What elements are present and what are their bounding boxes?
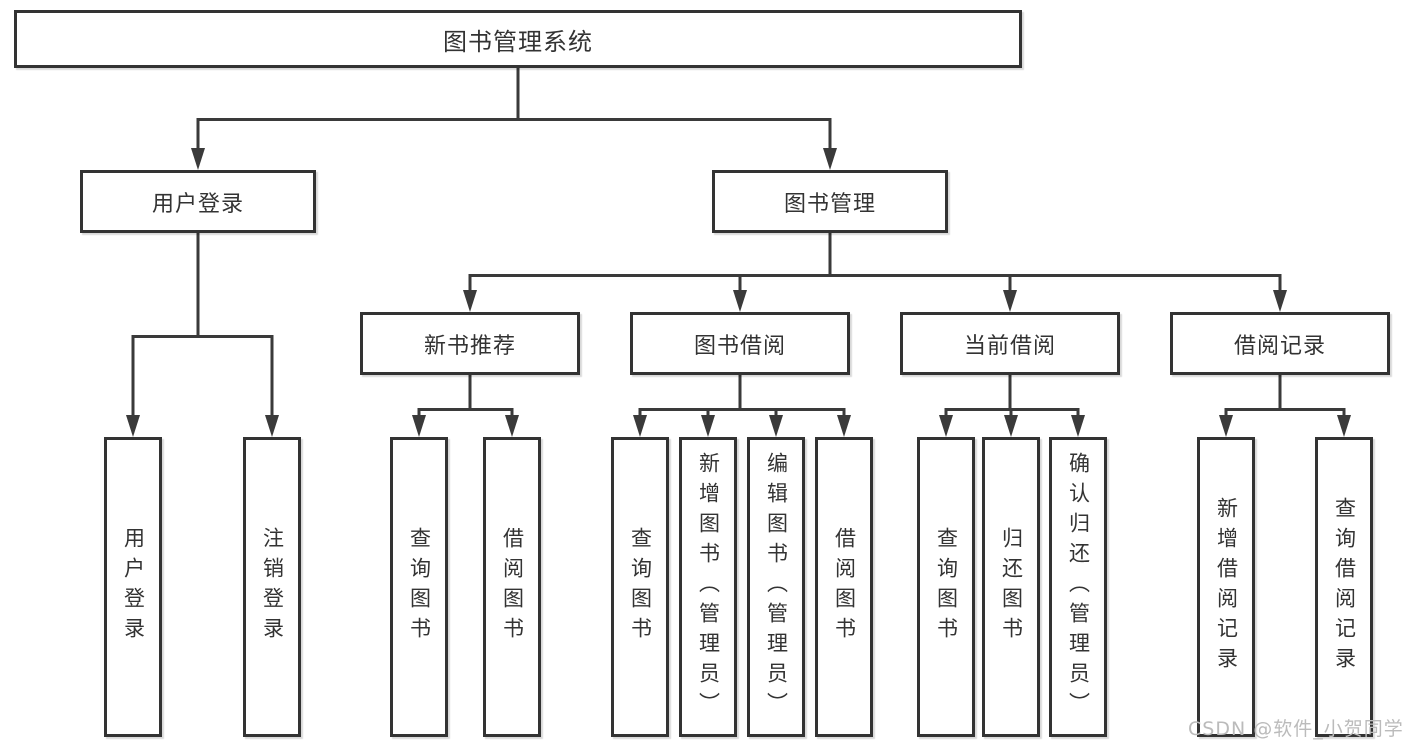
arrow-down-icon — [412, 415, 426, 437]
leaf-label: 查询借阅记录 — [1332, 497, 1357, 677]
connector-root-to-level2 — [196, 66, 832, 150]
leaf-label: 查询图书 — [407, 527, 432, 647]
node-book-management: 图书管理 — [712, 170, 948, 233]
connector-borrow-records-to-leaves — [1224, 375, 1346, 417]
arrow-down-icon — [1071, 415, 1085, 437]
leaf-label: 注销登录 — [260, 527, 285, 647]
leaf-query-book-current: 查询图书 — [917, 437, 975, 737]
arrow-down-icon — [1337, 415, 1351, 437]
connector-new-book-to-leaves — [417, 375, 514, 417]
leaf-label: 确认归还（管理员） — [1066, 452, 1091, 722]
arrow-down-icon — [939, 415, 953, 437]
arrow-down-icon — [1004, 415, 1018, 437]
leaf-add-book-admin: 新增图书（管理员） — [679, 437, 737, 737]
arrow-down-icon — [463, 290, 477, 312]
arrow-down-icon — [837, 415, 851, 437]
leaf-query-borrow-record: 查询借阅记录 — [1315, 437, 1373, 737]
arrow-down-icon — [1273, 290, 1287, 312]
leaf-add-borrow-record: 新增借阅记录 — [1197, 437, 1255, 737]
connector-current-borrow-to-leaves — [944, 375, 1080, 417]
arrow-down-icon — [265, 415, 279, 437]
node-new-book-recommend: 新书推荐 — [360, 312, 580, 375]
leaf-edit-book-admin: 编辑图书（管理员） — [747, 437, 805, 737]
leaf-query-book-borrow: 查询图书 — [611, 437, 669, 737]
connector-book-borrow-to-leaves — [638, 375, 846, 417]
leaf-label: 查询图书 — [628, 527, 653, 647]
arrowheads — [126, 148, 1351, 437]
leaf-borrow-book-recommend: 借阅图书 — [483, 437, 541, 737]
node-borrow-records: 借阅记录 — [1170, 312, 1390, 375]
node-current-borrow: 当前借阅 — [900, 312, 1120, 375]
leaf-label: 归还图书 — [999, 527, 1024, 647]
leaf-logout: 注销登录 — [243, 437, 301, 737]
csdn-watermark: CSDN @软件_小贺同学 — [1188, 718, 1404, 740]
arrow-down-icon — [769, 415, 783, 437]
arrow-down-icon — [505, 415, 519, 437]
arrow-down-icon — [701, 415, 715, 437]
arrow-down-icon — [126, 415, 140, 437]
arrow-down-icon — [633, 415, 647, 437]
connector-book-management-to-level3 — [468, 233, 1282, 292]
leaf-label: 借阅图书 — [500, 527, 525, 647]
leaf-label: 编辑图书（管理员） — [764, 452, 789, 722]
leaf-query-book-recommend: 查询图书 — [390, 437, 448, 737]
arrow-down-icon — [191, 148, 205, 170]
arrow-down-icon — [1003, 290, 1017, 312]
leaf-confirm-return-admin: 确认归还（管理员） — [1049, 437, 1107, 737]
arrow-down-icon — [1219, 415, 1233, 437]
arrow-down-icon — [733, 290, 747, 312]
node-user-login: 用户登录 — [80, 170, 316, 233]
arrow-down-icon — [823, 148, 837, 170]
leaf-return-book: 归还图书 — [982, 437, 1040, 737]
leaf-label: 借阅图书 — [832, 527, 857, 647]
leaf-borrow-book: 借阅图书 — [815, 437, 873, 737]
leaf-label: 新增图书（管理员） — [696, 452, 721, 722]
leaf-label: 查询图书 — [934, 527, 959, 647]
node-library-management-system: 图书管理系统 — [14, 10, 1022, 68]
leaf-user-login: 用户登录 — [104, 437, 162, 737]
leaf-label: 用户登录 — [121, 527, 146, 647]
node-book-borrow: 图书借阅 — [630, 312, 850, 375]
leaf-label: 新增借阅记录 — [1214, 497, 1239, 677]
connector-user-login-to-leaves — [131, 233, 274, 417]
